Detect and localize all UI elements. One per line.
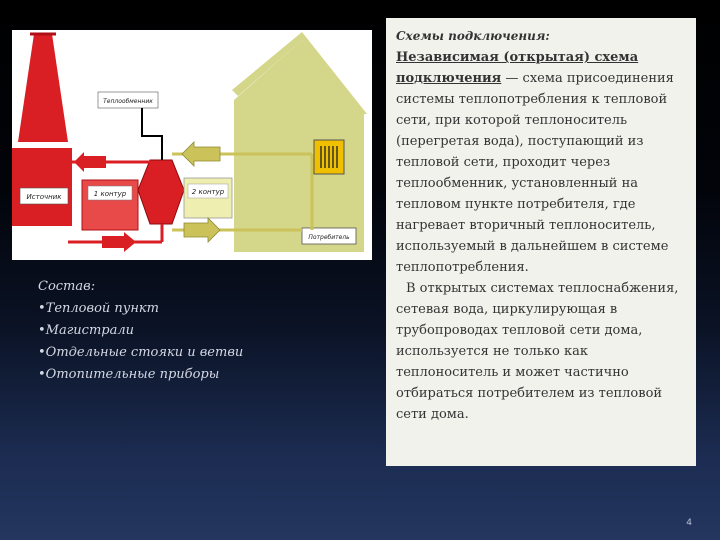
heat-supply-diagram: Потребитель Источник 1 контур 2 контур Т… [12, 30, 372, 260]
composition-block: Состав: •Тепловой пункт •Магистрали •Отд… [38, 276, 358, 386]
arrow-red-left [74, 152, 106, 172]
diagram-svg: Потребитель Источник 1 контур 2 контур Т… [12, 32, 367, 252]
house-body [234, 40, 364, 252]
consumer-label: Потребитель [308, 234, 350, 241]
chimney [18, 34, 68, 142]
house-roof [232, 32, 367, 114]
composition-item: •Магистрали [38, 323, 135, 338]
definition-paragraph: Независимая (открытая) схема подключения… [396, 47, 686, 278]
definition-text: — схема присоединения системы теплопотре… [396, 71, 674, 275]
exchanger-label: Теплообменник [103, 98, 153, 105]
source-building [12, 148, 72, 226]
consumer-box [301, 227, 357, 245]
exchanger-pointer [141, 108, 163, 160]
composition-title: Состав: [38, 279, 96, 294]
circuit-2-label-box [187, 183, 229, 199]
arrow-yellow-left [181, 141, 221, 167]
definition-term: Независимая (открытая) схема подключения [396, 50, 639, 86]
exchanger-label-box [97, 91, 159, 109]
text-panel: Схемы подключения: Независимая (открытая… [386, 18, 696, 466]
panel-heading: Схемы подключения: [396, 29, 550, 43]
page-number: 4 [686, 518, 692, 528]
composition-item: •Тепловой пункт [38, 301, 159, 316]
source-label-box [19, 187, 69, 205]
composition-item: •Отдельные стояки и ветви [38, 345, 244, 360]
circuit-2-label: 2 контур [192, 188, 225, 196]
radiator-fins [320, 146, 338, 168]
open-systems-paragraph: В открытых системах теплоснабжения, сете… [396, 281, 679, 422]
composition-item: •Отопительные приборы [38, 367, 220, 382]
circuit-1-label-box [87, 185, 133, 201]
heat-exchanger [137, 159, 185, 225]
circuit-1-label: 1 контур [94, 190, 127, 198]
source-label: Источник [27, 193, 63, 201]
arrow-yellow-right [183, 217, 221, 243]
